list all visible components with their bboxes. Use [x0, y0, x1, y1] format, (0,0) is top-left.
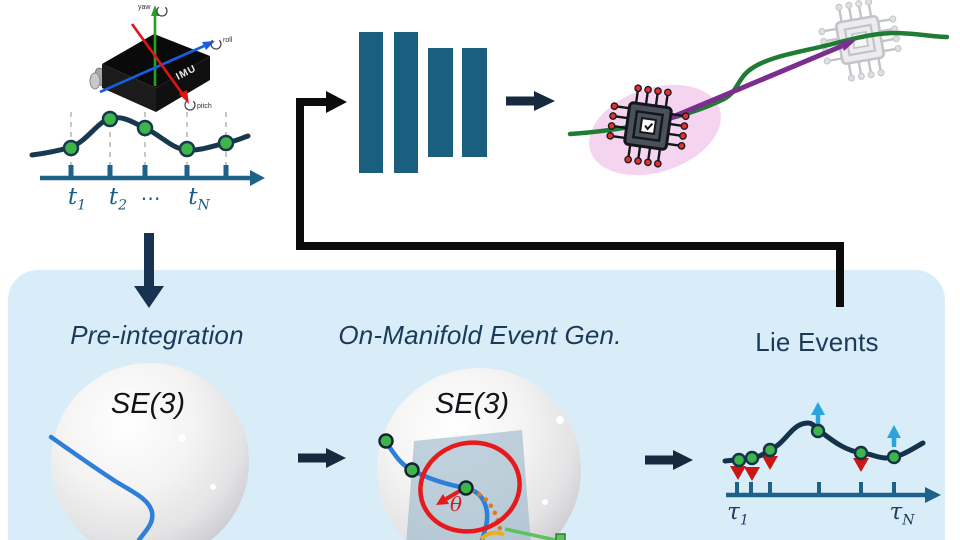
- sphere-manifold-left: [48, 363, 249, 540]
- imu-box-right-face: [156, 56, 210, 112]
- event-threshold-circle: [418, 440, 522, 534]
- log-map-dotted-orange: [469, 488, 504, 538]
- specular-highlight: [556, 416, 564, 424]
- event-up-arrows: [811, 402, 901, 447]
- trajectory-scene: [567, 0, 950, 176]
- next-segment-green: [504, 527, 561, 540]
- preintegration-flow-arrow: [134, 233, 164, 308]
- nn-layer-bar: [428, 48, 453, 157]
- feedback-loop-arrow: [296, 91, 844, 307]
- imu-box-left-face: [102, 64, 156, 112]
- neural-network-icon: [359, 32, 487, 173]
- imu-roll-rotation-icon: [210, 38, 222, 50]
- event-down-triangles: [730, 456, 869, 481]
- imu-pitch-arrowhead: [179, 90, 189, 104]
- tick-label-tauN: τN: [889, 499, 915, 529]
- manifold-sample-dots: [378, 433, 474, 496]
- imu-pitch-rotation-icon: [184, 99, 196, 111]
- imu-yaw-rotation-icon: [156, 5, 168, 17]
- imu-roll-label: roll: [223, 37, 233, 44]
- nn-output-arrow: [506, 91, 555, 111]
- specular-highlight: [542, 499, 548, 505]
- next-pose-marker: [555, 533, 566, 540]
- sphere-manifold-mid: [377, 368, 581, 540]
- theta-label: θ: [450, 492, 463, 516]
- lie-events-plot: [722, 402, 941, 503]
- imu-pitch-label: pitch: [197, 103, 212, 110]
- nn-layer-bar: [359, 32, 383, 173]
- imu-sensor-icon: IMU yaw roll pitch: [89, 4, 233, 112]
- stage-label-lie-events: Lie Events: [755, 327, 879, 357]
- trajectory-estimate-arrow: [650, 40, 856, 129]
- time-axis-ticks: [68, 165, 229, 178]
- pipeline-arrow-2: [645, 450, 693, 470]
- imu-signal-plot: [29, 110, 265, 186]
- chip-ghost-icon: [818, 0, 902, 82]
- imu-roll-axis: [99, 44, 205, 94]
- tick-label-tN: tN: [188, 184, 210, 214]
- tau-axis-ticks: [735, 482, 896, 495]
- chip-icon: [606, 84, 690, 168]
- imu-yaw-label: yaw: [138, 4, 151, 11]
- nn-layer-bar: [462, 48, 487, 157]
- tick-label-t2: t2: [108, 184, 128, 214]
- stage-label-pre-integration: Pre-integration: [70, 320, 244, 350]
- manifold-trajectory-blue: [48, 434, 155, 540]
- imu-roll-arrowhead: [202, 41, 215, 50]
- sample-dots: [62, 110, 235, 158]
- stage-label-on-manifold: On-Manifold Event Gen.: [338, 320, 622, 350]
- tick-label-t1: t1: [67, 184, 87, 214]
- imu-pitch-axis: [130, 23, 186, 97]
- exp-map-yellow: [479, 530, 505, 540]
- specular-highlight: [178, 434, 186, 442]
- pipeline-arrow-1: [298, 448, 346, 468]
- tick-label-tau1: τ1: [727, 499, 749, 529]
- time-axis-arrowhead: [250, 170, 265, 186]
- tau-axis-arrowhead: [925, 487, 941, 503]
- se3-label-mid: SE(3): [434, 388, 510, 420]
- nn-layer-bar: [394, 32, 418, 173]
- tick-label-ellipsis: ⋯: [140, 186, 162, 210]
- specular-highlight: [210, 484, 216, 490]
- lie-sample-dots: [731, 423, 902, 468]
- se3-label-left: SE(3): [110, 388, 186, 420]
